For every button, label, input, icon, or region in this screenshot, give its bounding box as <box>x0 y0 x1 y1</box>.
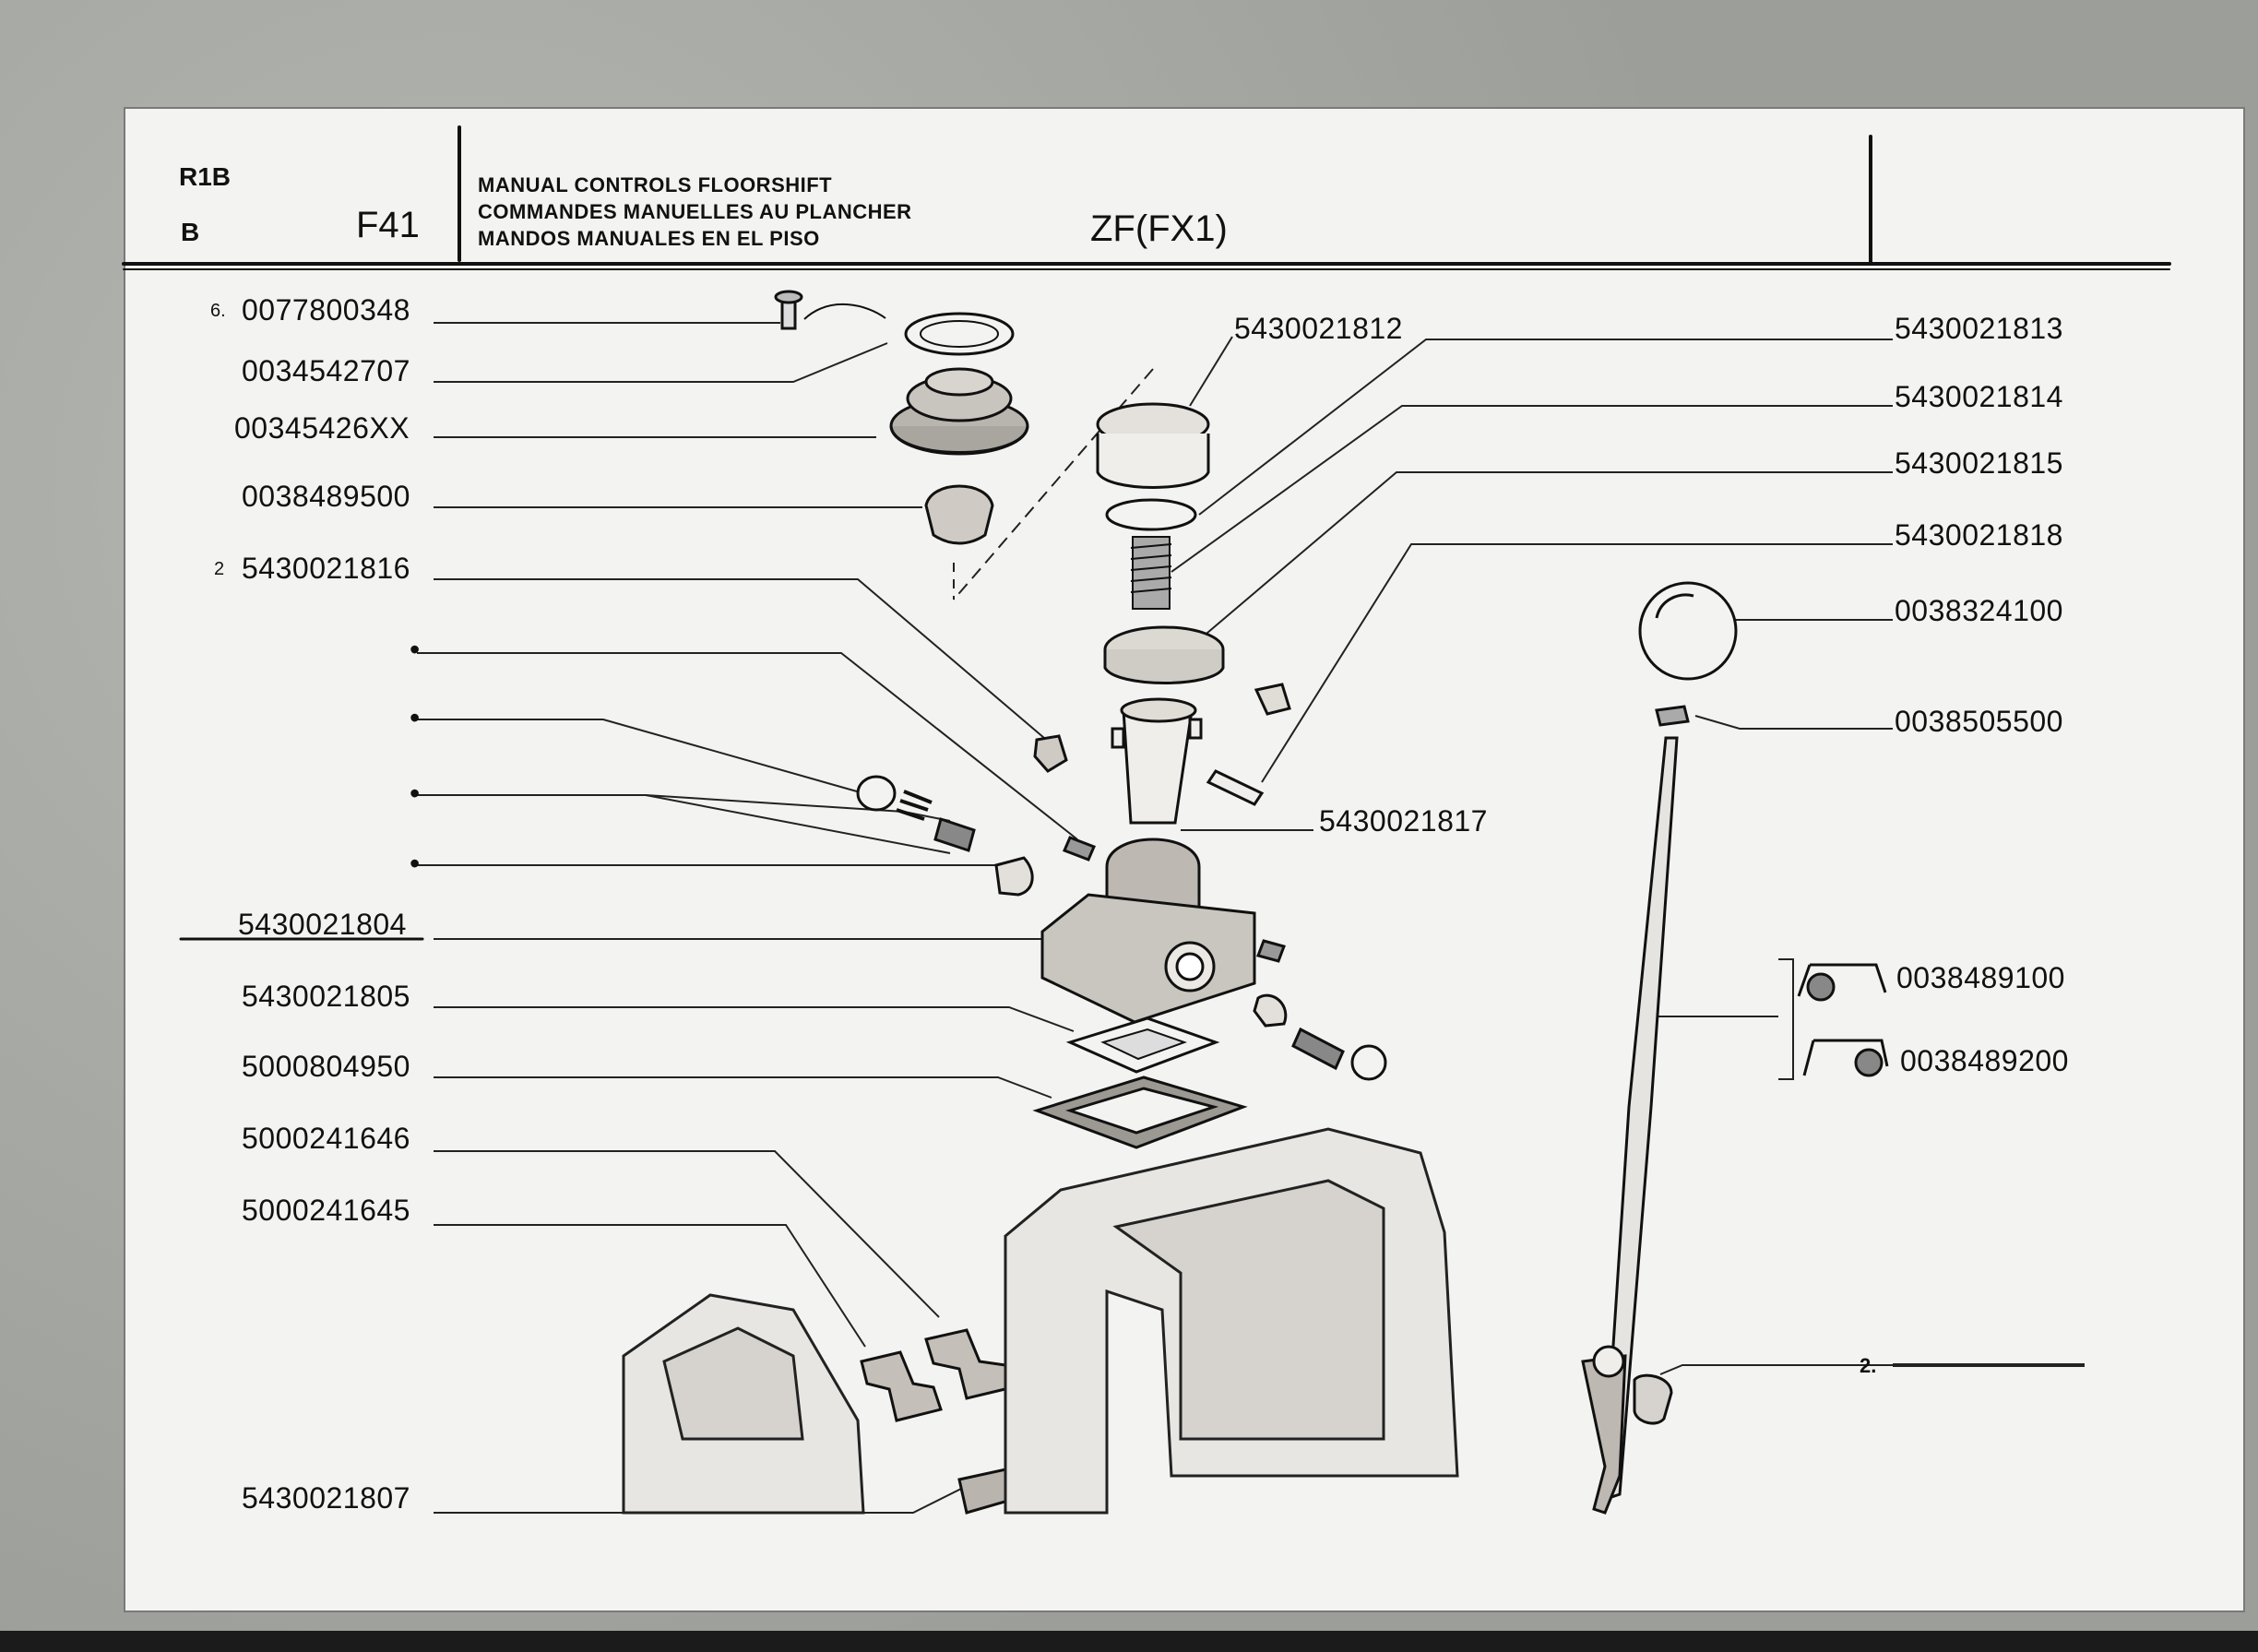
leader-lines-left <box>417 322 1088 1514</box>
boot-assembly <box>774 290 1029 545</box>
part-number: 5430021812 <box>1234 312 1403 345</box>
part-number: 0038489200 <box>1900 1044 2069 1077</box>
part-number: 0034542707 <box>242 354 410 387</box>
title-line-en: MANUAL CONTROLS FLOORSHIFT <box>478 173 833 196</box>
bullet-marker: • <box>410 777 421 810</box>
part-number: 5430021813 <box>1895 312 2063 345</box>
part-number: 0038489100 <box>1896 961 2065 994</box>
code-bottom: B <box>181 218 200 246</box>
part-number: 5000804950 <box>242 1050 410 1083</box>
part-number: 00345426XX <box>234 411 410 445</box>
part-number: 5430021818 <box>1895 518 2063 552</box>
part-number: 5430021807 <box>242 1481 410 1515</box>
part-number: 5430021815 <box>1895 446 2063 480</box>
part-number: 0077800348 <box>242 293 410 327</box>
part-number: 0038505500 <box>1895 705 2063 738</box>
bullet-marker: • <box>410 633 421 666</box>
part-number: 5430021804 <box>238 908 407 941</box>
part-number: 5000241646 <box>242 1122 410 1155</box>
model-code: ZF(FX1) <box>1090 208 1228 249</box>
leader-lines-right <box>953 336 2085 1439</box>
title-line-fr: COMMANDES MANUELLES AU PLANCHER <box>478 200 912 223</box>
part-number: 5000241645 <box>242 1194 410 1227</box>
gearbox-housing <box>622 1127 1459 1515</box>
title-line-es: MANDOS MANUALES EN EL PISO <box>478 227 820 250</box>
part-number: 0038489500 <box>242 480 410 513</box>
part-number: 5430021814 <box>1895 380 2063 413</box>
part-number: 0038324100 <box>1895 594 2063 627</box>
part-number: 5430021805 <box>242 980 410 1013</box>
part-number: 5430021816 <box>242 552 410 585</box>
qty-label: 2 <box>214 559 225 579</box>
code-top: R1B <box>179 162 232 191</box>
qty-label: 6. <box>210 301 226 321</box>
shift-housing-stack <box>1040 402 1256 1024</box>
bottom-strip <box>0 1631 2258 1652</box>
gear-lever <box>1581 581 1889 1515</box>
qty-label: 2. <box>1860 1354 1877 1377</box>
bullet-marker: • <box>410 701 421 734</box>
brackets <box>860 1328 1015 1422</box>
small-parts <box>856 683 1387 1081</box>
page-code: F41 <box>356 205 420 245</box>
bullet-marker: • <box>410 847 421 880</box>
part-number: 5430021817 <box>1319 804 1488 838</box>
